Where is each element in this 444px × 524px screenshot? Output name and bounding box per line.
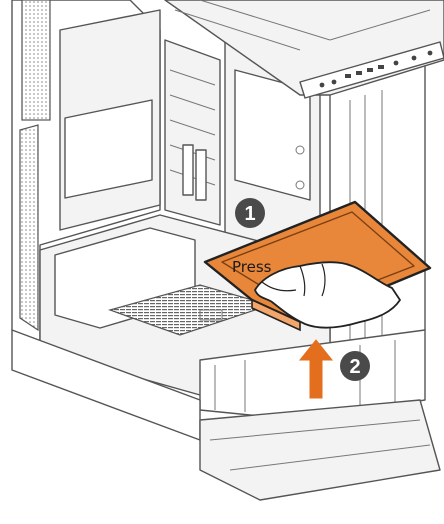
frame-screw-1 [295,145,305,155]
motherboard-cutout [64,99,153,199]
step-2-number: 2 [349,356,360,378]
case-foot [199,399,441,501]
press-label: Press [232,258,272,276]
step-1-number: 1 [244,203,255,225]
pci-slot-2 [195,149,207,201]
psu-connector [199,309,223,321]
io-ports [319,50,433,88]
number-2-badge-icon: 2 [340,351,370,381]
pci-slot-1 [182,144,194,196]
orange-cover-rim [251,298,301,332]
frame-screw-2 [295,180,305,190]
number-1-badge-icon: 1 [235,198,265,228]
pci-bracket-area [164,39,221,226]
pressing-hand-icon [254,261,401,329]
up-arrow-icon [298,339,334,399]
case-rear-mesh-lower [19,124,39,332]
case-rear-mesh [21,0,51,121]
